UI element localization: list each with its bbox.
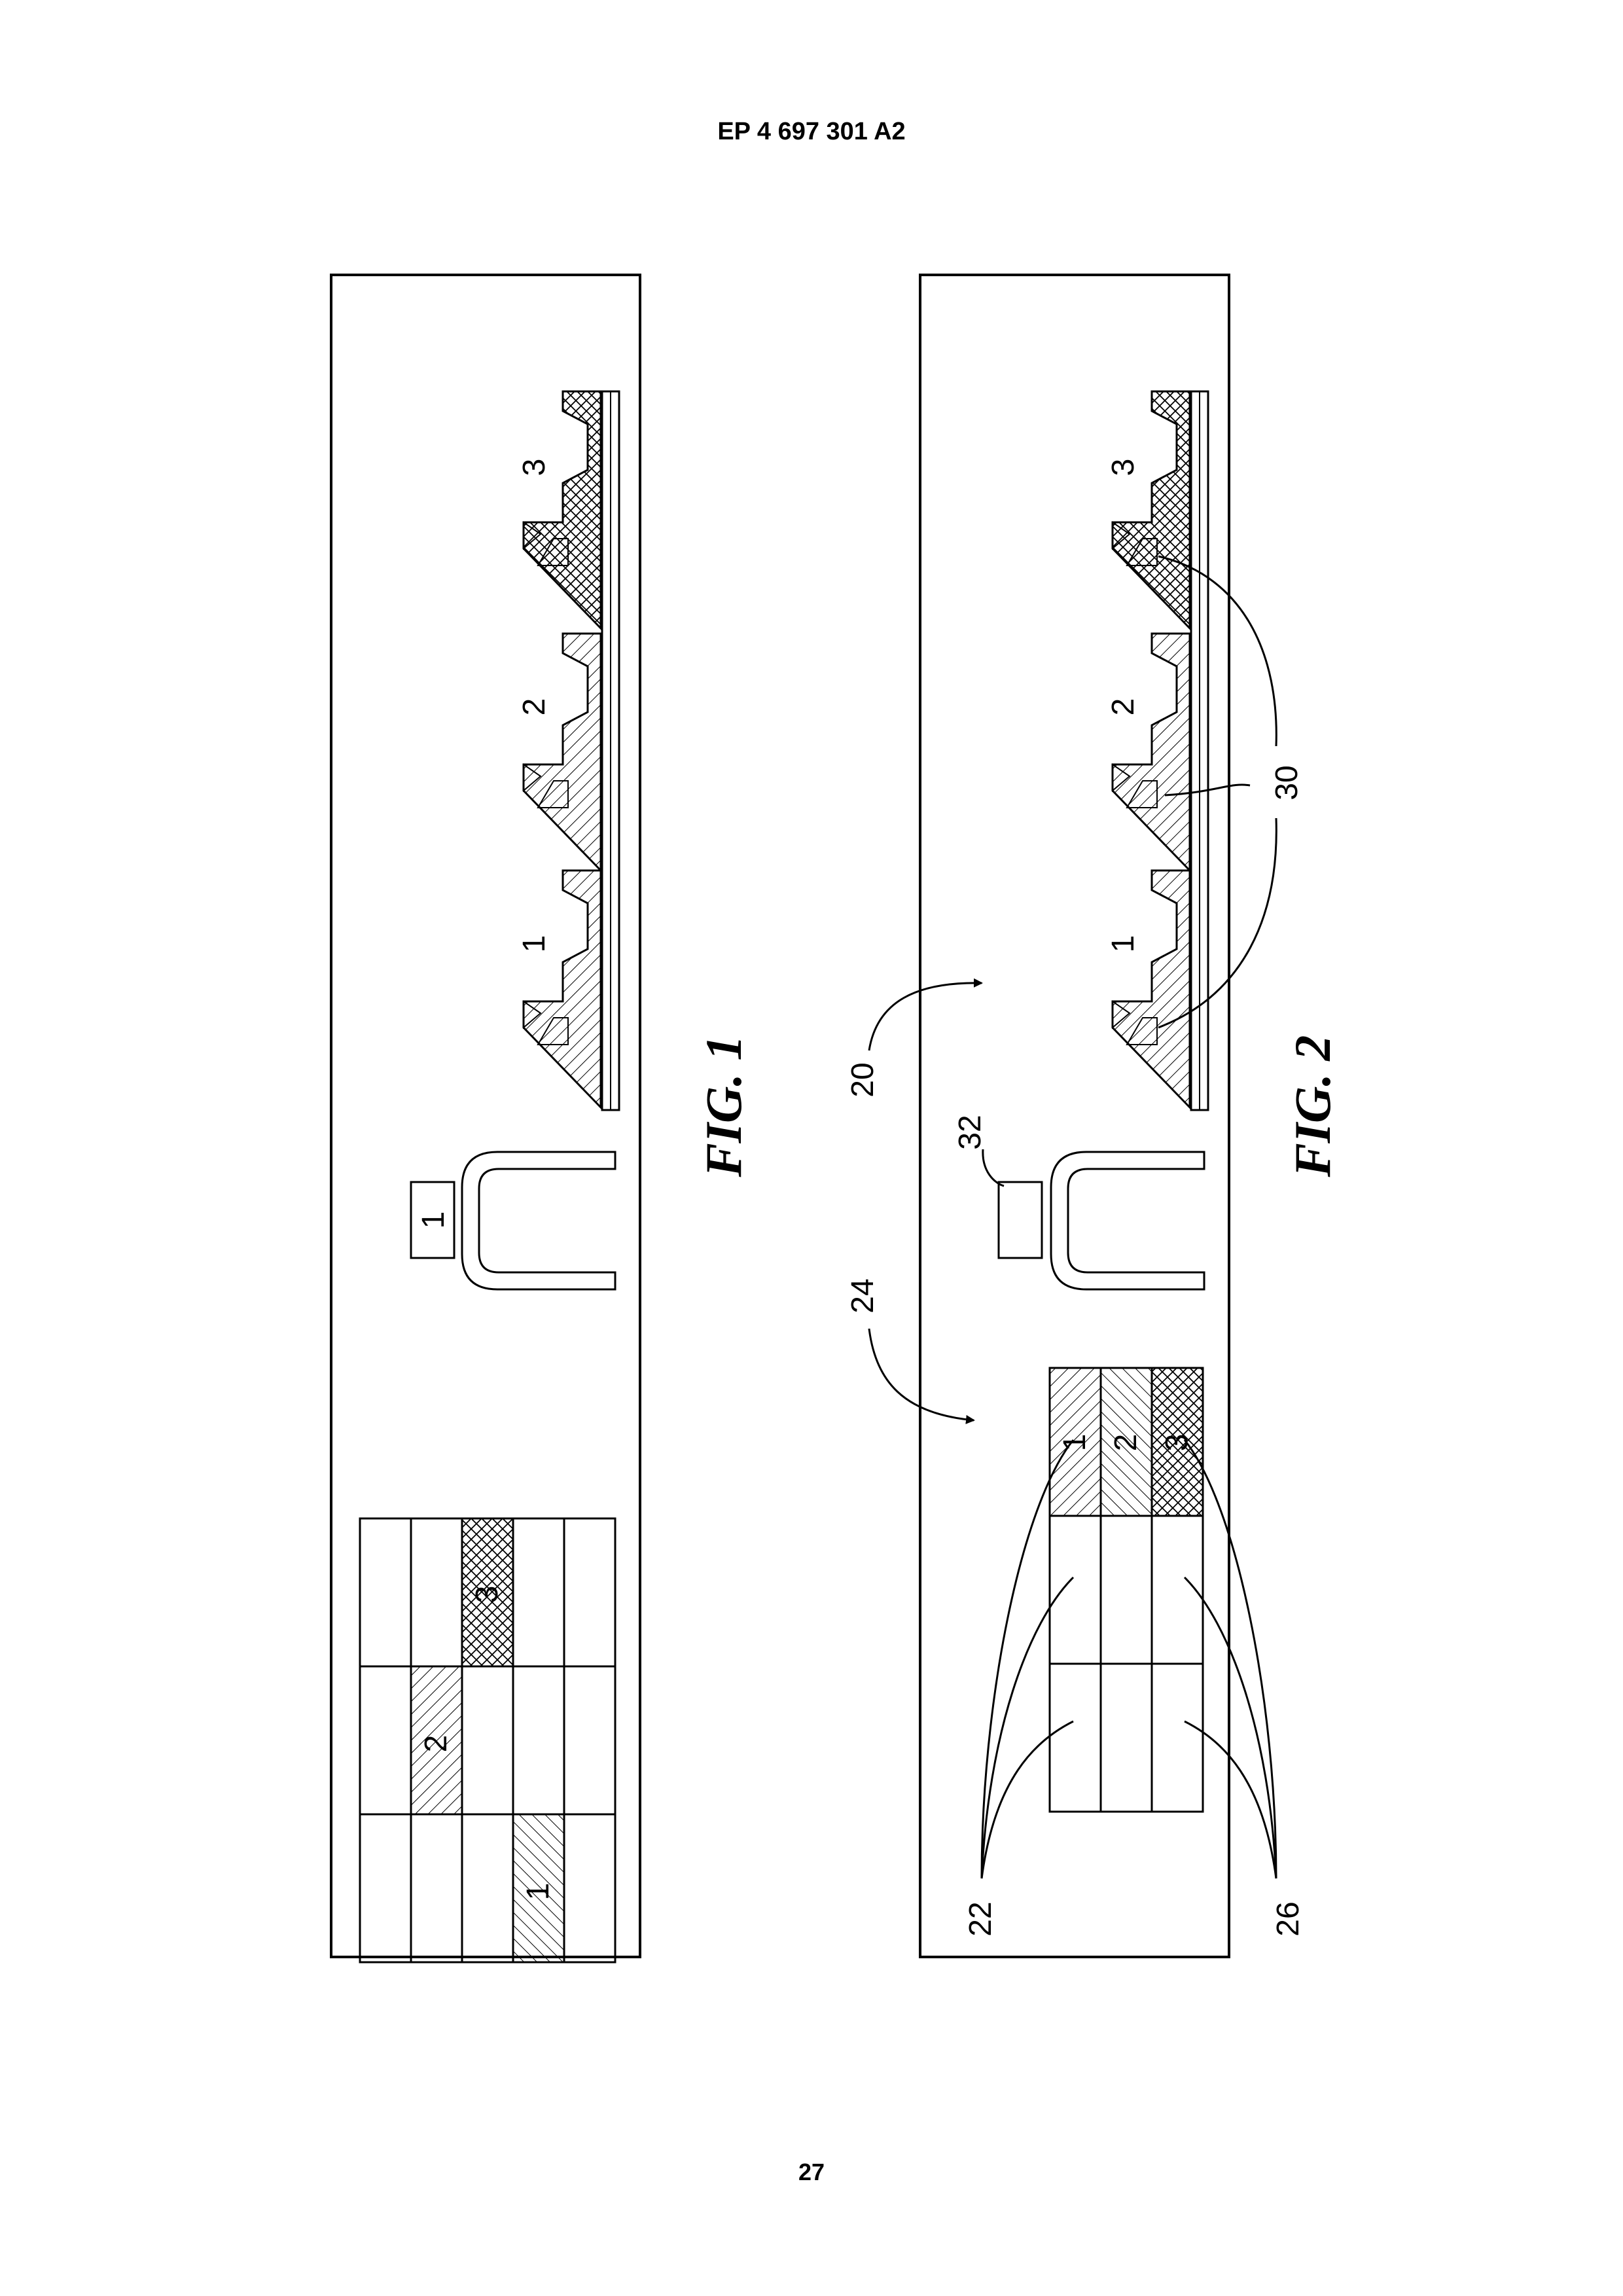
fig2-grid-label-2: 2 bbox=[1109, 1434, 1143, 1452]
fig2-ref-32: 32 bbox=[953, 1115, 988, 1149]
fig2-leader-line-32 bbox=[983, 1149, 1004, 1186]
fig2-grid-label-1: 1 bbox=[1058, 1434, 1092, 1452]
fig1-slot-label-2: 2 bbox=[517, 698, 552, 716]
fig1-grid-label-1: 1 bbox=[521, 1883, 556, 1901]
fig1-grid bbox=[360, 1518, 615, 1962]
figure-1: 1 2 3 1 1 2 3 FIG. 1 bbox=[331, 275, 752, 1962]
fig2-ref-22: 22 bbox=[963, 1901, 998, 1936]
fig2-ref-20: 20 bbox=[846, 1062, 880, 1097]
fig2-grid-label-3: 3 bbox=[1160, 1434, 1194, 1452]
fig1-grid-label-2: 2 bbox=[419, 1735, 454, 1753]
fig2-slot-label-2: 2 bbox=[1106, 698, 1141, 716]
fig1-base-rail bbox=[602, 391, 619, 1110]
fig2-box bbox=[999, 1182, 1042, 1258]
fig1-slot-profile bbox=[524, 391, 601, 628]
fig2-slot-profile bbox=[1113, 870, 1190, 1107]
fig1-grid-label-3: 3 bbox=[470, 1586, 505, 1604]
fig1-slot-label-3: 3 bbox=[517, 459, 552, 476]
fig2-ref-26: 26 bbox=[1271, 1901, 1306, 1936]
fig2-caption: FIG. 2 bbox=[1284, 1035, 1341, 1178]
fig2-u-channel bbox=[1051, 1152, 1204, 1289]
page-number: 27 bbox=[0, 2159, 1623, 2186]
fig2-arrow-20 bbox=[869, 983, 982, 1050]
fig2-slot-profile bbox=[1113, 634, 1190, 870]
fig2-slot-label-3: 3 bbox=[1106, 459, 1141, 476]
fig1-caption: FIG. 1 bbox=[695, 1035, 752, 1178]
fig1-box-label: 1 bbox=[416, 1211, 451, 1229]
fig1-slot-profile bbox=[524, 634, 601, 870]
fig2-ref-24: 24 bbox=[846, 1278, 880, 1313]
fig2-ref-30: 30 bbox=[1270, 765, 1304, 800]
fig1-u-channel bbox=[462, 1152, 615, 1289]
figure-2: 1 2 3 30 20 32 24 bbox=[846, 275, 1341, 1957]
fig1-slot-label-1: 1 bbox=[517, 935, 552, 953]
fig2-slot-label-1: 1 bbox=[1106, 935, 1141, 953]
fig2-slot-profile bbox=[1113, 391, 1190, 628]
fig1-slot-profile bbox=[524, 870, 601, 1107]
